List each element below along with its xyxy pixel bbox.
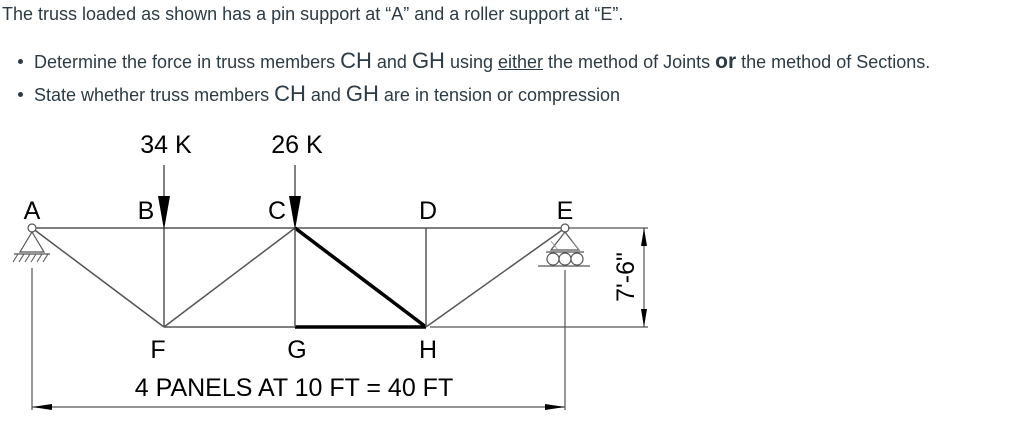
node-label-g: G — [287, 336, 306, 364]
member-gh-label: GH — [345, 81, 379, 106]
member-ch — [293, 226, 428, 329]
load-label-b: 34 K — [140, 131, 192, 159]
pin-support-a — [12, 223, 50, 263]
text: using — [444, 52, 498, 72]
instruction-list: Determine the force in truss members CH … — [18, 44, 930, 110]
instruction-tension-compression: State whether truss members CH and GH ar… — [18, 77, 930, 110]
node-label-e: E — [557, 197, 574, 225]
roller-support-e — [538, 223, 590, 267]
load-arrow-b — [158, 165, 170, 230]
instruction-determine-forces: Determine the force in truss members CH … — [18, 44, 930, 77]
text: are in tension or compression — [378, 85, 621, 105]
member-fc — [163, 227, 296, 328]
text: the method of Joints — [543, 52, 716, 72]
member-ch-label: CH — [340, 48, 372, 73]
load-label-c: 26 K — [271, 131, 323, 159]
node-label-b: B — [138, 197, 155, 225]
either-emphasis: either — [497, 52, 544, 72]
node-label-f: F — [150, 336, 165, 364]
node-label-a: A — [24, 197, 41, 225]
node-label-h: H — [419, 336, 437, 364]
node-label-c: C — [268, 197, 286, 225]
text: and — [371, 52, 412, 72]
text: the method of Sections. — [736, 52, 931, 72]
node-label-d: D — [419, 197, 437, 225]
text: State whether truss members — [34, 85, 275, 105]
load-arrow-c — [289, 165, 301, 230]
or-emphasis: or — [715, 50, 737, 73]
member-af — [31, 227, 165, 328]
text: Determine the force in truss members — [34, 52, 341, 72]
span-dimension-label: 4 PANELS AT 10 FT = 40 FT — [135, 374, 453, 402]
span-dimension-line — [31, 268, 566, 410]
problem-intro: The truss loaded as shown has a pin supp… — [2, 4, 624, 24]
member-gh-label: GH — [411, 48, 445, 73]
member-ch-label: CH — [274, 81, 306, 106]
height-dimension-line — [430, 227, 648, 328]
text: and — [305, 85, 346, 105]
member-he — [425, 227, 566, 328]
height-dimension-label: 7'-6" — [612, 252, 640, 302]
